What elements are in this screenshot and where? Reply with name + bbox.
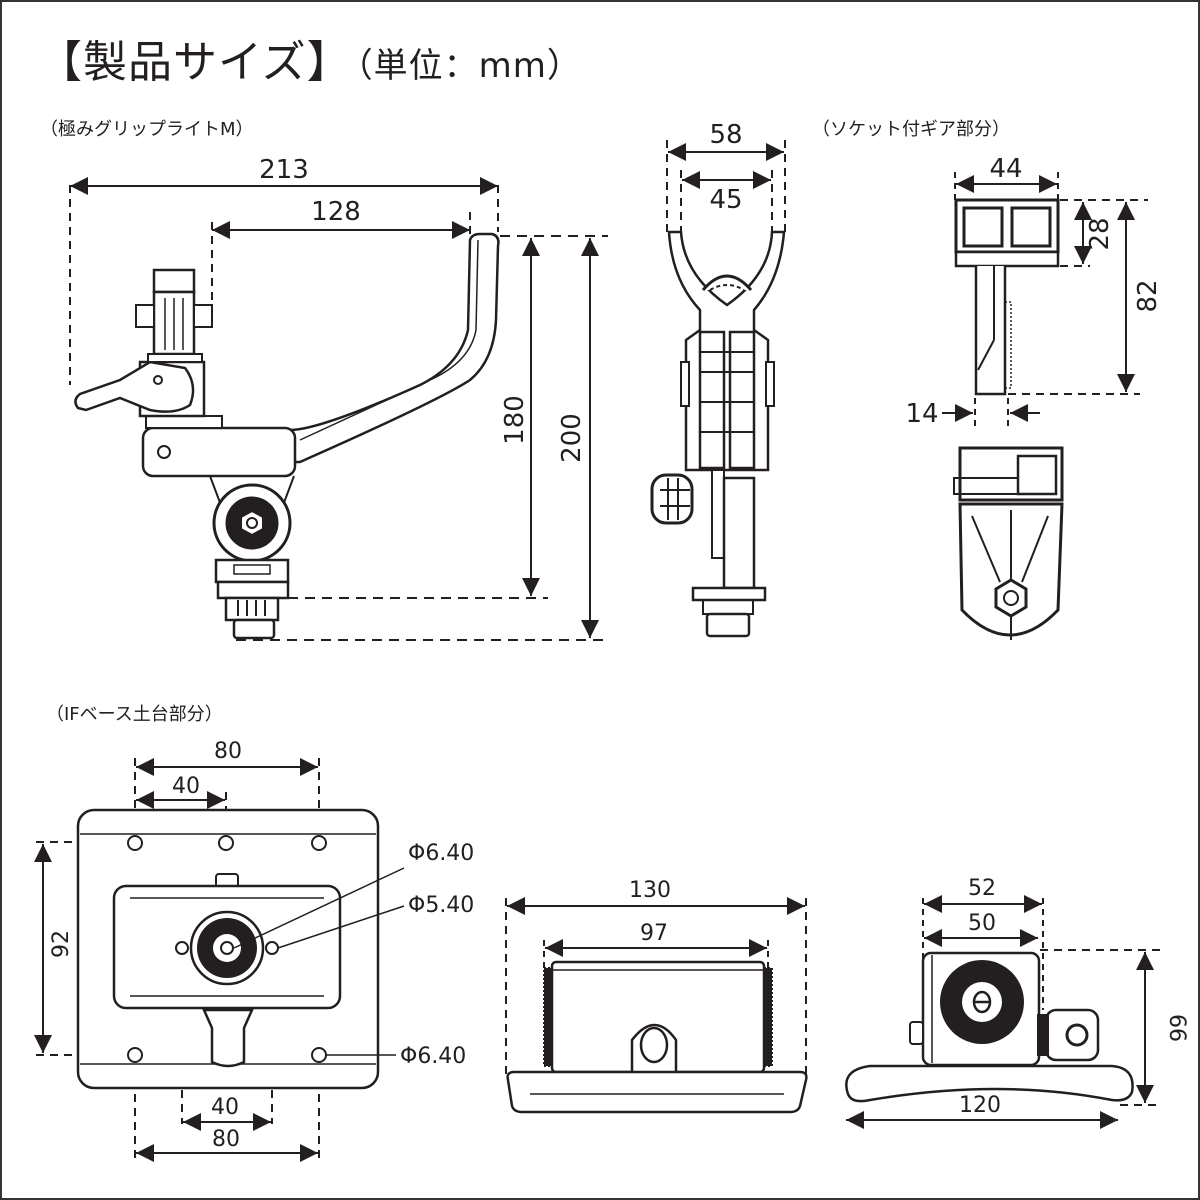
dim-label-50: 50 — [968, 911, 996, 936]
dim-label-side-hole: Φ5.40 — [408, 893, 474, 918]
front-foot — [506, 1070, 808, 1114]
socket-nut — [994, 578, 1028, 618]
holder-arm — [288, 232, 500, 464]
unit-text: （単位：mm） — [355, 46, 582, 86]
dim-label-92: 92 — [49, 930, 74, 958]
dim-label-14: 14 — [905, 399, 938, 429]
mount-hole — [127, 1047, 143, 1063]
dim-label-66: 66 — [1164, 1014, 1189, 1042]
page-title: 【製品サイズ】（単位：mm） — [38, 26, 582, 90]
grip-column-right — [728, 330, 756, 470]
side-lock — [1044, 1008, 1100, 1062]
leader-line — [233, 867, 405, 949]
base-plug — [224, 596, 280, 622]
mount-hole — [311, 835, 327, 851]
grip-column-left — [698, 330, 726, 470]
top-cap — [152, 268, 196, 294]
side-foot — [845, 1064, 1134, 1103]
dim-label-corner-hole: Φ6.40 — [400, 1044, 466, 1069]
socket-slot-right — [1010, 206, 1052, 248]
section-label-if-base: （IFベース土台部分） — [46, 704, 223, 725]
section-label-socket-gear: （ソケット付ギア部分） — [812, 119, 1010, 140]
if-base-side-view — [845, 895, 1160, 1129]
mount-hole — [218, 835, 234, 851]
gear-knob — [212, 483, 292, 563]
side-knob-right — [193, 304, 213, 328]
dim-label-180: 180 — [500, 395, 530, 445]
dim-label-58: 58 — [709, 120, 742, 150]
dim-label-213: 213 — [259, 155, 309, 185]
dim-label-40-top: 40 — [172, 774, 200, 799]
dim-label-45: 45 — [709, 185, 742, 215]
side-knob-left — [135, 304, 155, 328]
main-holder-side-view — [69, 177, 608, 641]
dim-label-44: 44 — [989, 154, 1022, 184]
mount-hole — [127, 835, 143, 851]
title-text: 【製品サイズ】 — [38, 37, 352, 88]
section-label-main-holder: （極みグリップライトM） — [40, 119, 254, 140]
main-holder-front-view — [650, 140, 786, 638]
dim-label-120: 120 — [959, 1093, 1001, 1118]
front-knob — [650, 473, 694, 525]
dim-label-97: 97 — [640, 921, 668, 946]
cradle-roller — [701, 274, 753, 291]
dim-label-28: 28 — [1085, 217, 1115, 250]
socket-slot-left — [962, 206, 1004, 248]
base-latch — [202, 1008, 254, 1068]
if-base-front-view — [505, 897, 808, 1114]
socket-gear-views — [942, 172, 1148, 640]
socket-shaft — [974, 266, 1007, 396]
dim-label-52: 52 — [968, 876, 996, 901]
leader-line — [277, 905, 405, 949]
dim-label-130: 130 — [629, 878, 671, 903]
holder-arm-inner — [299, 239, 479, 441]
lever-pivot — [153, 375, 163, 385]
dim-label-center-hole: Φ6.40 — [408, 841, 474, 866]
dim-label-82: 82 — [1133, 279, 1163, 312]
dim-label-128: 128 — [311, 197, 361, 227]
holder-body-bar — [141, 426, 297, 478]
lower-housing — [214, 558, 290, 584]
holder-lever — [74, 360, 195, 413]
side-hole — [175, 941, 189, 955]
dim-label-80-bottom: 80 — [212, 1127, 240, 1152]
holder-plate — [145, 415, 223, 429]
pivot-hole — [157, 445, 171, 459]
dim-label-80-top: 80 — [214, 739, 242, 764]
dim-label-200: 200 — [557, 413, 587, 463]
dim-label-40-bottom: 40 — [211, 1095, 239, 1120]
if-base-top-view — [34, 758, 405, 1162]
